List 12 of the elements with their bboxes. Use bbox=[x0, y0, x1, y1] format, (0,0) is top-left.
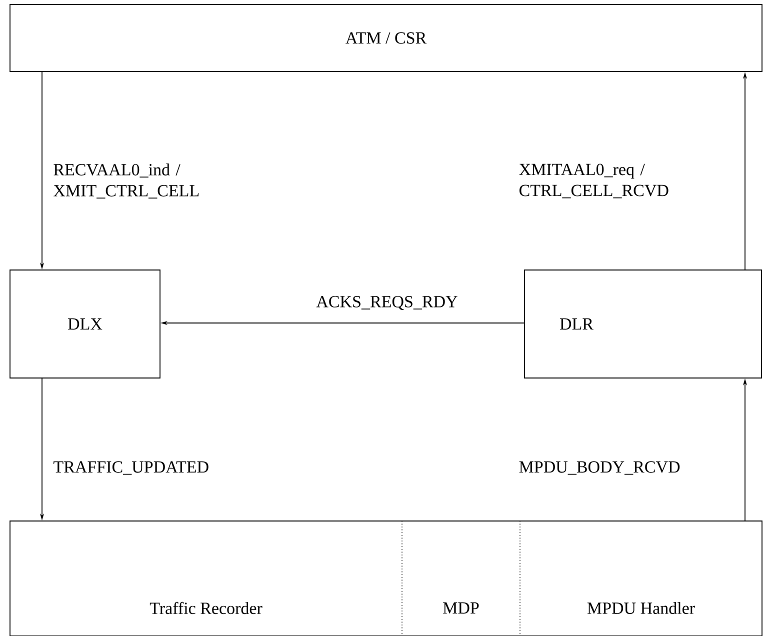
process-box: DLX bbox=[10, 270, 160, 378]
process-box: DLR bbox=[524, 270, 762, 378]
cell-label: MDP bbox=[443, 602, 479, 614]
edge-label: XMITAAL0_req / CTRL_CELL_RCVD bbox=[519, 164, 668, 198]
band-box bbox=[10, 520, 762, 636]
process-box: ATM / CSR bbox=[10, 4, 762, 72]
edge-label: TRAFFIC_UPDATED bbox=[54, 461, 208, 475]
cell-label: MPDU Handler bbox=[587, 602, 695, 614]
edge-label: MPDU_BODY_RCVD bbox=[519, 461, 680, 475]
edge-label: ACKS_REQS_RDY bbox=[316, 296, 458, 310]
edge-label: RECVAAL0_ind / XMIT_CTRL_CELL bbox=[54, 164, 199, 198]
cell-label: Traffic Recorder bbox=[150, 602, 262, 614]
